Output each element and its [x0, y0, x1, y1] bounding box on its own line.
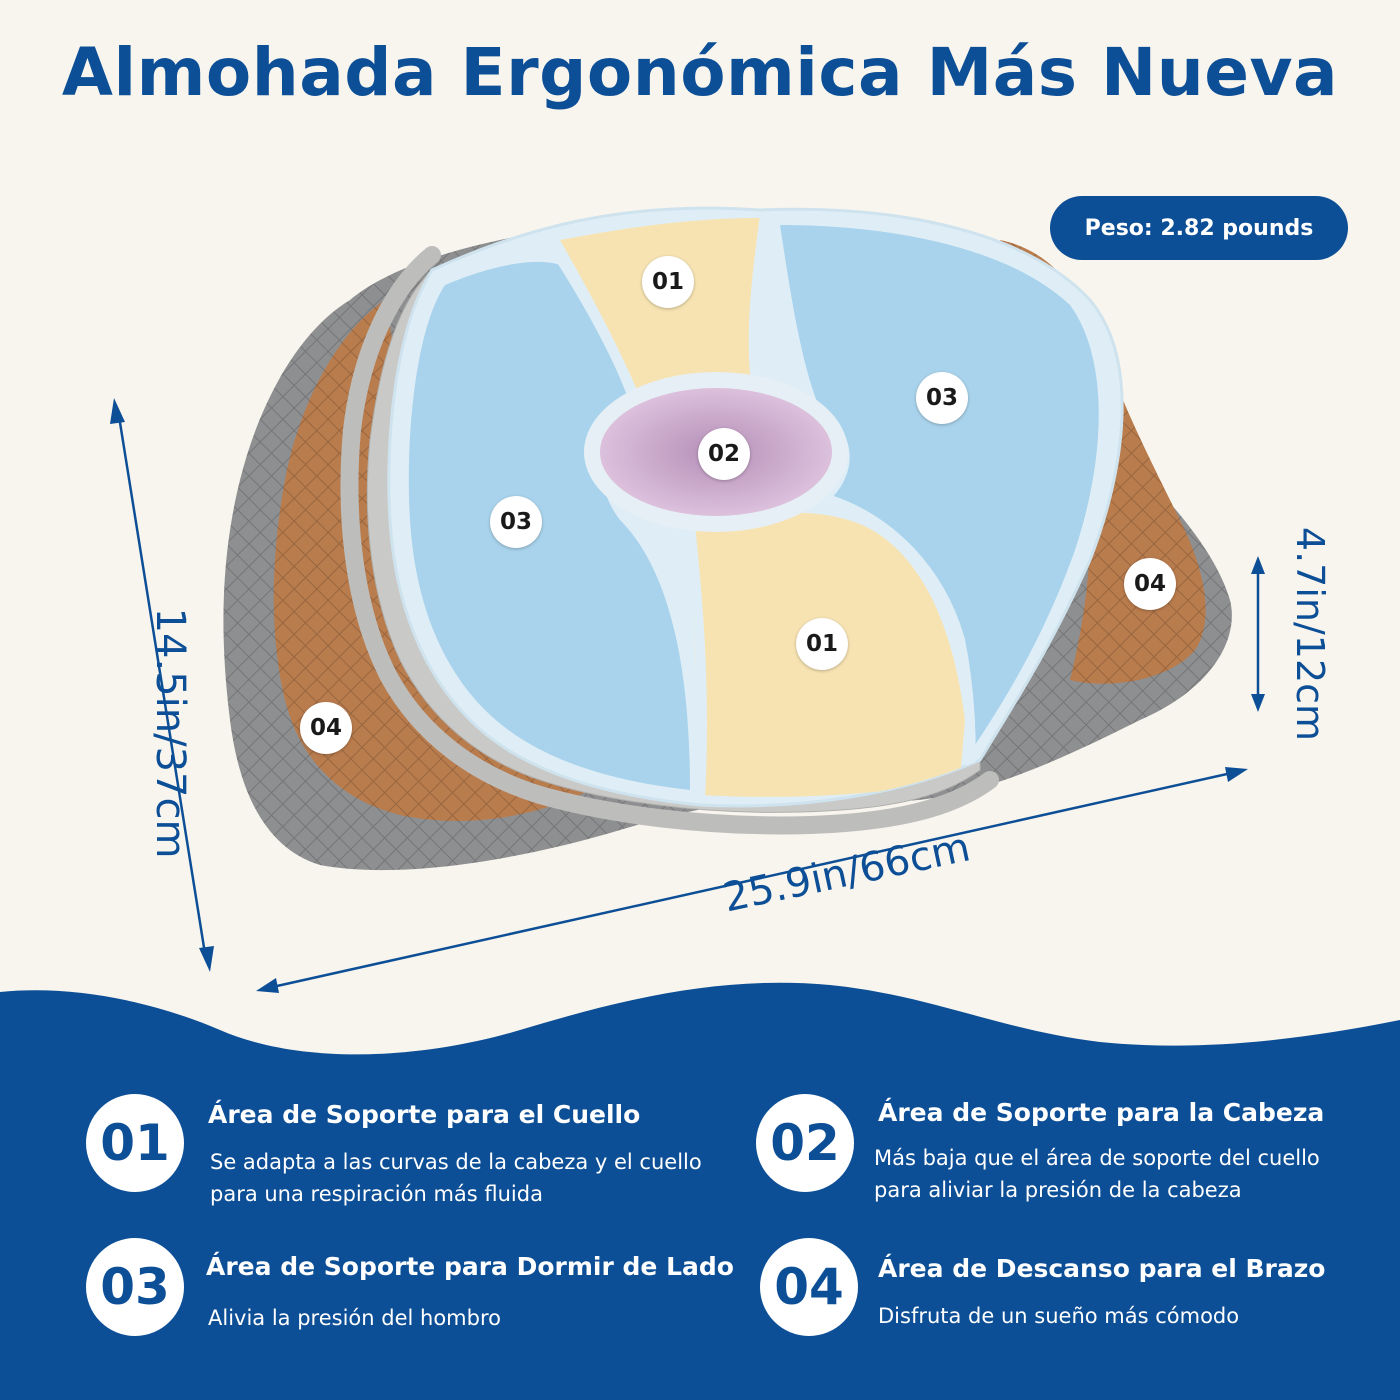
feature-number-03: 03	[86, 1238, 184, 1336]
feature-desc-head-line2: para aliviar la presión de la cabeza	[874, 1178, 1242, 1202]
zone-badge-neck-bottom: 01	[796, 618, 848, 670]
zone-side-left	[408, 261, 690, 790]
dimension-arrows	[110, 398, 1265, 993]
zone-badge-side-left: 03	[490, 496, 542, 548]
zone-badge-arm-left: 04	[300, 702, 352, 754]
feature-title-arm: Área de Descanso para el Brazo	[878, 1254, 1326, 1283]
zone-badge-head: 02	[698, 428, 750, 480]
zone-side-right	[780, 225, 1099, 745]
zone-neck-top	[560, 218, 760, 410]
feature-title-neck: Área de Soporte para el Cuello	[208, 1100, 641, 1129]
dimension-depth-label: 4.7in/12cm	[1288, 526, 1332, 742]
feature-desc-neck-line2: para una respiración más fluida	[210, 1182, 543, 1206]
feature-desc-neck-line1: Se adapta a las curvas de la cabeza y el…	[210, 1150, 702, 1174]
zone-badge-side-right: 03	[916, 372, 968, 424]
feature-desc-side: Alivia la presión del hombro	[208, 1306, 501, 1330]
feature-desc-head-line1: Más baja que el área de soporte del cuel…	[874, 1146, 1320, 1170]
zone-badge-arm-right: 04	[1124, 558, 1176, 610]
feature-title-head: Área de Soporte para la Cabeza	[878, 1098, 1325, 1127]
feature-number-04: 04	[760, 1238, 858, 1336]
page-title: Almohada Ergonómica Más Nueva	[61, 34, 1339, 111]
feature-number-01: 01	[86, 1094, 184, 1192]
feature-desc-arm: Disfruta de un sueño más cómodo	[878, 1304, 1240, 1328]
bottom-wave-panel	[0, 982, 1400, 1400]
dimension-height-label: 14.5in/37cm	[147, 607, 193, 859]
zone-badge-neck-top: 01	[642, 256, 694, 308]
feature-number-02: 02	[756, 1094, 854, 1192]
weight-badge: Peso: 2.82 pounds	[1050, 196, 1348, 260]
feature-title-side: Área de Soporte para Dormir de Lado	[206, 1252, 734, 1281]
